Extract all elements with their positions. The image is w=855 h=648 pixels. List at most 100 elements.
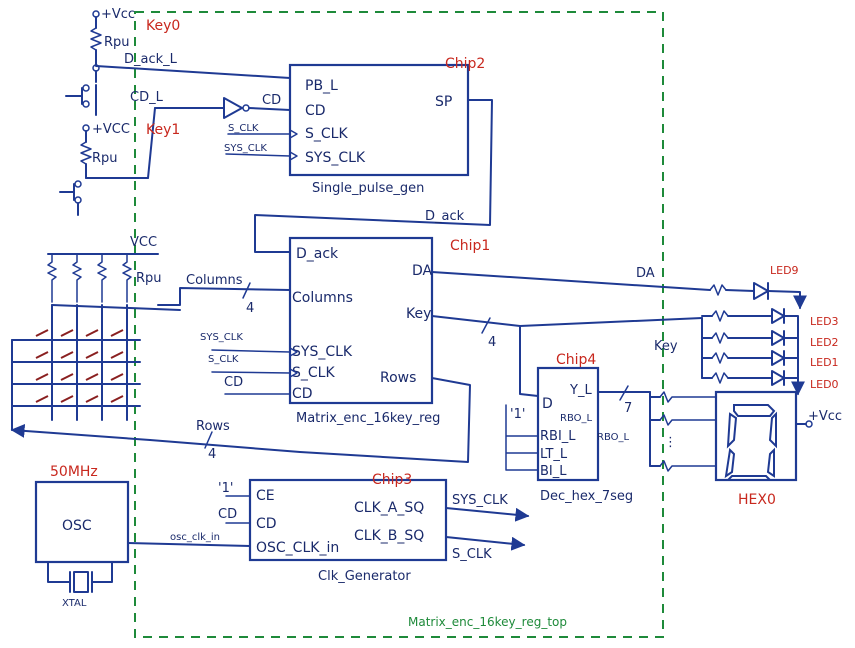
chip1-box xyxy=(288,236,434,405)
chip1-port-sysclk: SYS_CLK xyxy=(292,344,353,360)
rpu-label-2: Rpu xyxy=(92,151,118,166)
osc-clk-label: osc_clk_in xyxy=(170,532,220,543)
da-wire xyxy=(431,271,711,291)
cd-label-inv: CD xyxy=(262,93,281,108)
columns-in-label: Columns xyxy=(186,273,243,288)
chip3-name: Clk_Generator xyxy=(318,569,411,584)
chip2-port-sclk: S_CLK xyxy=(305,126,348,142)
led1-label: LED1 xyxy=(810,356,839,369)
key-label: Key xyxy=(654,339,678,354)
columns-wire xyxy=(157,287,291,306)
chip1-port-dack: D_ack xyxy=(296,246,339,262)
rows-label: Rows xyxy=(196,419,230,434)
chip4-port-rbil: RBI_L xyxy=(540,429,576,444)
chip3-port-cd: CD xyxy=(256,516,277,532)
led0-label: LED0 xyxy=(810,378,839,391)
hex0-label: HEX0 xyxy=(738,492,776,508)
chip1-port-columns: Columns xyxy=(292,290,353,306)
sclk-out-wire xyxy=(445,536,526,551)
chip2-port-sysclk: SYS_CLK xyxy=(305,150,366,166)
top-boundary xyxy=(134,11,664,638)
chip4-port-bil: BI_L xyxy=(540,464,567,479)
chip3-port-clkb: CLK_B_SQ xyxy=(354,528,424,544)
chip2-port-sp: SP xyxy=(435,94,452,110)
sclk-out-label: S_CLK xyxy=(452,547,492,562)
key0-label: Key0 xyxy=(146,18,180,34)
vcc-label-4: +Vcc xyxy=(808,409,842,424)
vcc-label-2: +VCC xyxy=(92,122,130,137)
chip2-id: Chip2 xyxy=(445,56,485,72)
vcc-label-3: VCC xyxy=(130,235,157,250)
sysclk-small-label: SYS_CLK xyxy=(224,143,267,154)
da-label: DA xyxy=(636,266,655,281)
led2-label: LED2 xyxy=(810,336,839,349)
cd-l-label: CD_L xyxy=(130,90,164,105)
inverter-icon xyxy=(223,97,243,119)
cd1-label: CD xyxy=(224,375,243,390)
cd3-label: CD xyxy=(218,507,237,522)
key0-circuit xyxy=(65,10,102,116)
sysclk-out-wire xyxy=(445,507,530,522)
chip3-port-ce: CE xyxy=(256,488,275,504)
sysclk-out-label: SYS_CLK xyxy=(452,493,508,508)
chip1-port-da: DA xyxy=(412,263,433,279)
led3-label: LED3 xyxy=(810,315,839,328)
chip4-id: Chip4 xyxy=(556,352,596,368)
chip3-port-clka: CLK_A_SQ xyxy=(354,500,424,516)
chip3-box xyxy=(248,478,448,562)
chip3-id: Chip3 xyxy=(372,472,412,488)
chip1-port-sclk: S_CLK xyxy=(292,365,335,381)
dack-l-wire xyxy=(95,65,291,79)
seven-segment-digit-icon xyxy=(724,404,777,481)
rbol-out-label: RBO_L xyxy=(597,432,630,443)
chip4-port-rbol: RBO_L xyxy=(560,413,593,424)
chip2-box xyxy=(288,63,470,177)
key-bus-wire xyxy=(431,315,539,397)
xtal-label: XTAL xyxy=(62,598,87,609)
rows-wire xyxy=(149,377,471,463)
chip4-box xyxy=(536,366,600,482)
crystal-icon xyxy=(47,561,113,593)
seven-bus-label: 7 xyxy=(624,401,632,416)
rpu-label-1: Rpu xyxy=(104,35,130,50)
key-bus-width: 4 xyxy=(488,335,496,350)
led-bank xyxy=(701,308,805,396)
chip1-id: Chip1 xyxy=(450,238,490,254)
dack-feedback-wire xyxy=(254,99,493,253)
chip4-port-yl: Y_L xyxy=(569,383,592,398)
osc-clk-wire xyxy=(127,542,251,547)
osc-freq-label: 50MHz xyxy=(50,464,98,480)
chip1-port-cd: CD xyxy=(292,386,313,402)
keypad-matrix xyxy=(11,253,181,431)
ce-in-label: '1' xyxy=(218,481,233,496)
osc-label: OSC xyxy=(62,518,92,534)
chip1-name: Matrix_enc_16key_reg xyxy=(296,411,440,426)
sysclk1-label: SYS_CLK xyxy=(200,332,243,343)
key1-circuit xyxy=(59,107,156,216)
top-label: Matrix_enc_16key_reg_top xyxy=(408,615,567,629)
rows-bus-width: 4 xyxy=(208,447,216,462)
vcc-label-1: +Vcc xyxy=(101,7,135,22)
key1-label: Key1 xyxy=(146,122,180,138)
chip2-port-pb: PB_L xyxy=(305,78,338,94)
led9-diode-icon xyxy=(753,282,769,300)
chip1-port-key: Key xyxy=(406,306,431,322)
osc-box xyxy=(34,480,130,564)
chip4-port-d: D xyxy=(542,396,553,412)
chip2-name: Single_pulse_gen xyxy=(312,181,424,196)
sclk-small-label: S_CLK xyxy=(228,123,259,134)
dack-feedback-label: D_ack xyxy=(425,209,465,224)
chip3-port-osc: OSC_CLK_in xyxy=(256,540,339,556)
rpu-label-3: Rpu xyxy=(136,271,162,286)
chip1-port-rows: Rows xyxy=(380,370,416,386)
chip4-port-ltl: LT_L xyxy=(540,447,568,462)
more-lines-dots: ⋮ xyxy=(664,435,677,450)
dack-l-label: D_ack_L xyxy=(124,52,178,67)
led9-label: LED9 xyxy=(770,264,799,277)
one-a-label: '1' xyxy=(510,407,525,422)
chip2-port-cd: CD xyxy=(305,103,326,119)
chip4-name: Dec_hex_7seg xyxy=(540,489,633,504)
sclk1-label: S_CLK xyxy=(208,354,239,365)
columns-bus-width: 4 xyxy=(246,301,254,316)
